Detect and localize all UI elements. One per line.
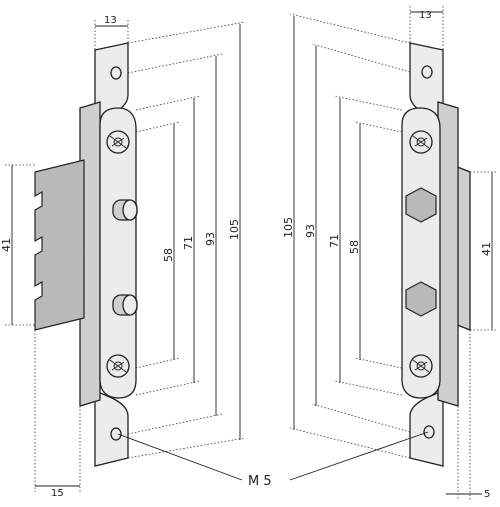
right-dim-105: 105 <box>282 217 295 238</box>
right-dim-58: 58 <box>348 240 361 254</box>
right-lower-hex-nut <box>405 281 437 317</box>
right-dim-5: 5 <box>484 489 490 500</box>
right-dim-13: 13 <box>419 10 432 21</box>
right-top-hole <box>421 65 433 79</box>
left-top-hole <box>110 66 122 80</box>
right-bottom-screw <box>409 354 433 378</box>
right-top-screw <box>409 130 433 154</box>
left-dim-105: 105 <box>228 219 241 240</box>
left-upper-pin <box>112 199 138 221</box>
left-dimensions <box>5 20 246 492</box>
left-bottom-tab <box>94 391 129 467</box>
left-dim-41: 41 <box>0 238 13 252</box>
left-dim-71: 71 <box>182 236 195 250</box>
right-bottom-hole <box>423 425 435 439</box>
right-dimensions <box>289 6 498 500</box>
left-bottom-hole <box>110 427 122 441</box>
left-top-screw <box>106 130 130 154</box>
right-dim-41: 41 <box>480 242 493 256</box>
left-front-plate <box>99 107 137 399</box>
left-side-block <box>34 159 85 331</box>
right-dim-93: 93 <box>304 224 317 238</box>
left-dim-15: 15 <box>51 488 64 499</box>
m5-callout-leaders <box>117 431 429 481</box>
left-dim-93: 93 <box>204 232 217 246</box>
left-dim-13: 13 <box>104 15 117 26</box>
right-back-plate <box>437 101 459 407</box>
left-dim-58: 58 <box>162 248 175 262</box>
left-bottom-screw <box>106 354 130 378</box>
right-front-plate <box>401 107 441 399</box>
m5-callout-label: M 5 <box>248 474 272 489</box>
left-hinge-part <box>34 42 138 467</box>
right-upper-hex-nut <box>405 187 437 223</box>
left-lower-pin <box>112 294 138 316</box>
right-dim-71: 71 <box>328 234 341 248</box>
right-hinge-part <box>401 42 471 467</box>
